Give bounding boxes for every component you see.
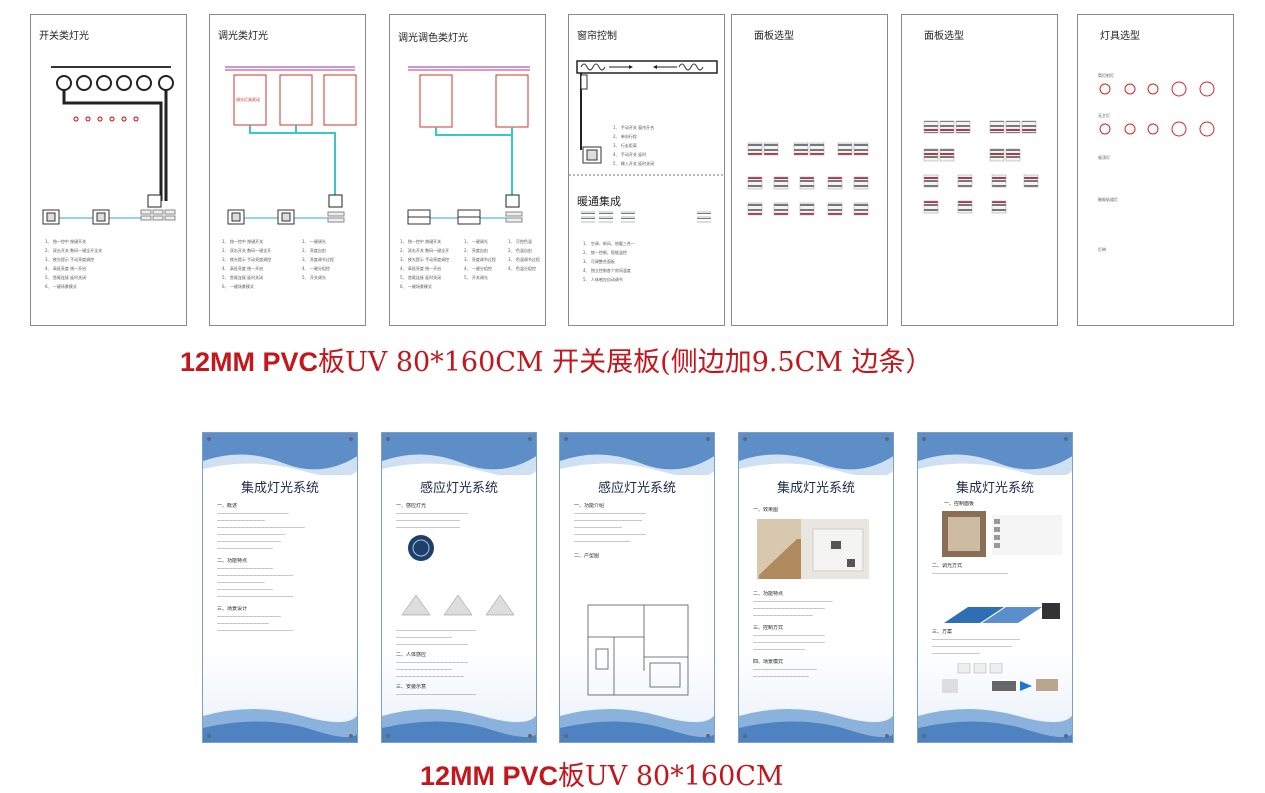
- poster-3: 感应灯光系统 一、功能介绍 ——————————————————————————…: [559, 432, 715, 743]
- curtain-diagram: [569, 60, 724, 176]
- module-grid: [923, 120, 1039, 214]
- panel-title: 开关类灯光: [39, 31, 89, 42]
- module-icon: [621, 211, 635, 223]
- bottom-caption: 12MM PVC板UV 80*160CM: [420, 761, 784, 792]
- poster-body-2: 二、调光方式 ———————————————————: [932, 563, 1008, 576]
- switch-flow: [942, 663, 1058, 693]
- module-icon: [581, 211, 595, 223]
- box-label: 调光灯具驱动: [236, 97, 260, 102]
- header-wave: [560, 433, 714, 475]
- panel-title: 调光类灯光: [218, 31, 268, 42]
- footer-wave: [560, 709, 714, 742]
- panel-switch-selection-1: 面板选型: [731, 14, 888, 326]
- header-wave: [203, 433, 357, 475]
- header-wave: [382, 433, 536, 475]
- room-photo: [757, 519, 869, 579]
- poster-body-3: 三、方案 ———————————————————————————————————…: [932, 629, 1020, 656]
- top-caption: 12MM PVC板UV 80*160CM 开关展板(侧边加9.5CM 边条）: [180, 347, 933, 378]
- module-icon: [697, 211, 711, 223]
- poster-body-2: 二、功能特点 —————————————————————————————————…: [753, 591, 833, 679]
- poster-title: 感应灯光系统: [419, 481, 498, 496]
- wiring-diagram: [42, 66, 176, 225]
- poster-5: 集成灯光系统 一、控制面板 二、调光方式 ———————————————————…: [917, 432, 1073, 743]
- poster-body: 一、效果图: [753, 507, 779, 513]
- poster-title: 集成灯光系统: [240, 481, 319, 496]
- poster-body: 一、控制面板: [944, 501, 975, 507]
- floor-plan: [587, 604, 689, 696]
- poster-body: 一、概述 ———————————————————————————————————…: [217, 503, 305, 633]
- poster-body: 一、功能介绍 —————————————————————————————————…: [574, 503, 646, 559]
- module-icon: [599, 211, 613, 223]
- panel-lamp-selection: 灯具选型 筒灯射灯 无主灯 吸顶灯 磁吸轨道灯 灯带: [1077, 14, 1234, 326]
- poster-body-2: ————————————————————————————————————————…: [396, 628, 476, 697]
- lamp-label: 磁吸轨道灯: [1098, 197, 1118, 202]
- wiring-diagram: [407, 66, 530, 225]
- poster-4: 集成灯光系统 一、效果图 二、功能特点 ————————————————————…: [738, 432, 894, 743]
- lamp-label: 吸顶灯: [1098, 155, 1110, 160]
- panel-subtitle: 暖通集成: [577, 195, 621, 208]
- lamp-label: 无主灯: [1098, 113, 1110, 118]
- poster-title: 感应灯光系统: [597, 481, 676, 496]
- panel-title: 面板选型: [754, 31, 794, 42]
- poster-title: 集成灯光系统: [776, 481, 855, 496]
- lamp-label: 灯带: [1098, 247, 1106, 252]
- poster-body: 一、感应灯光 —————————————————————————————————…: [396, 503, 468, 530]
- module-grid: [747, 142, 869, 216]
- wiring-diagram: [225, 66, 357, 225]
- product-photo: [942, 511, 1062, 557]
- footer-wave: [203, 709, 357, 742]
- hvac-modules: [581, 211, 721, 225]
- footer-wave: [382, 709, 536, 742]
- lamp-label: 筒灯射灯: [1098, 73, 1114, 78]
- footer-wave: [918, 709, 1072, 742]
- poster-2: 感应灯光系统 一、感应灯光 ——————————————————————————…: [381, 432, 537, 743]
- panel-title: 面板选型: [924, 31, 964, 42]
- header-wave: [739, 433, 893, 475]
- lamp-icons: [1099, 81, 1215, 137]
- poster-1: 集成灯光系统 一、概述 ————————————————————————————…: [202, 432, 358, 743]
- panel-title: 窗帘控制: [577, 31, 617, 42]
- panel-title: 调光调色类灯光: [398, 33, 468, 44]
- panel-switch-selection-2: 面板选型: [901, 14, 1058, 326]
- header-wave: [918, 433, 1072, 475]
- panel-title: 灯具选型: [1100, 31, 1140, 42]
- control-devices: [944, 603, 1060, 623]
- sensor-icon: [408, 535, 434, 561]
- footer-wave: [739, 709, 893, 742]
- poster-title: 集成灯光系统: [955, 481, 1034, 496]
- sensor-range-diagram: [401, 595, 515, 616]
